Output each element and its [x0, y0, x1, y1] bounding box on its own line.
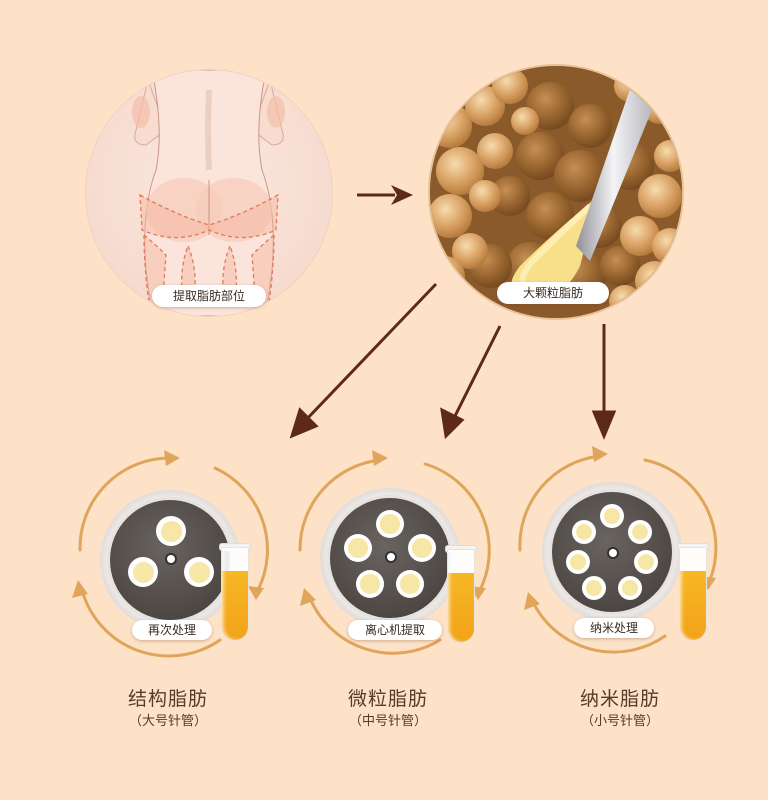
arrowhead-right — [591, 410, 617, 440]
result-title: 结构脂肪 — [127, 688, 208, 710]
test-tube-icon — [448, 550, 474, 642]
branch-structural-fat: 再次处理 — [60, 440, 280, 660]
sample-well — [634, 550, 658, 574]
large-fat-particles-label: 大颗粒脂肪 — [497, 282, 609, 304]
process-label: 纳米处理 — [574, 618, 654, 638]
arrowhead-middle — [440, 407, 465, 440]
rotor-hub — [385, 551, 397, 563]
test-tube-rim — [678, 544, 708, 550]
test-tube-rim — [446, 546, 476, 552]
rotation-orbit-icon — [298, 450, 491, 655]
sample-well — [396, 570, 424, 598]
sample-well — [582, 576, 606, 600]
sample-well — [600, 504, 624, 528]
result-subtitle: （大号针管） — [128, 714, 207, 729]
sample-well — [376, 510, 404, 538]
extraction-site-illustration — [86, 70, 332, 316]
sample-well — [572, 520, 596, 544]
result-subtitle: （中号针管） — [348, 714, 427, 729]
centrifuge-rotor — [110, 500, 230, 620]
centrifuge-rotor — [552, 492, 672, 612]
sample-well — [628, 520, 652, 544]
sample-well — [566, 550, 590, 574]
centrifuge-rotor — [330, 498, 450, 618]
sample-well — [408, 534, 436, 562]
result-subtitle: （小号针管） — [580, 714, 659, 729]
sample-well — [184, 557, 214, 587]
arrow-to-microfat-icon — [450, 325, 502, 423]
branch-microfat: 离心机提取 — [280, 440, 500, 660]
arrow-to-structural-fat-icon — [302, 282, 438, 424]
sample-well — [156, 516, 186, 546]
test-tube-rim — [220, 544, 250, 550]
test-tube-icon — [680, 548, 706, 640]
test-tube-icon — [222, 548, 248, 640]
result-title: 微粒脂肪 — [347, 688, 428, 710]
large-fat-particles-illustration — [430, 66, 682, 318]
rotor-hub — [165, 553, 177, 565]
right-arrow-icon — [357, 185, 413, 205]
sample-well — [618, 576, 642, 600]
body-back-icon — [132, 70, 285, 316]
arrowhead-left — [289, 407, 319, 439]
result-title: 纳米脂肪 — [579, 688, 660, 710]
rotor-hub — [607, 547, 619, 559]
rotation-orbit-icon — [72, 450, 269, 658]
branch-arrows — [289, 282, 617, 440]
process-label: 离心机提取 — [348, 620, 442, 640]
extraction-site-label: 提取脂肪部位 — [152, 285, 266, 307]
sample-well — [356, 570, 384, 598]
sample-well — [128, 557, 158, 587]
branch-nanofat: 纳米处理 — [510, 440, 730, 660]
sample-well — [344, 534, 372, 562]
process-label: 再次处理 — [132, 620, 212, 640]
